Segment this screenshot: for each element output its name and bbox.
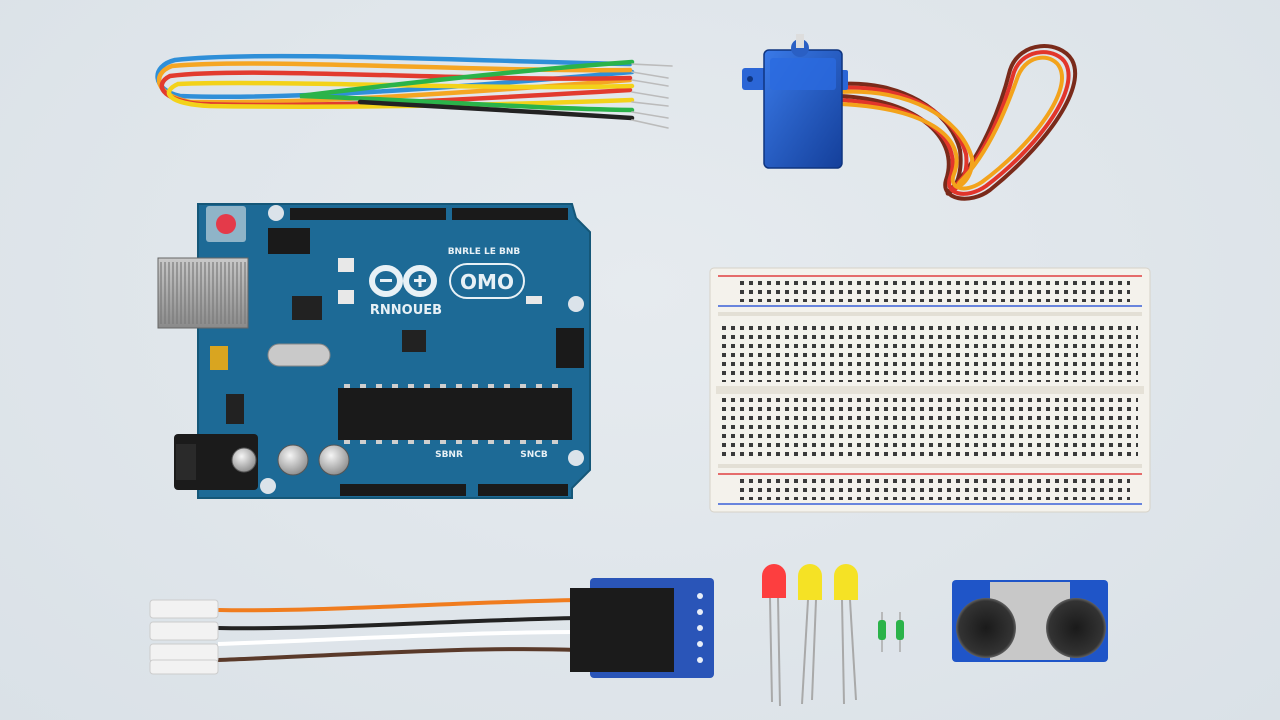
- board-analog-label: SNCB: [520, 450, 548, 460]
- servo-motor: [742, 34, 1078, 201]
- breadboard: [709, 267, 1151, 513]
- board-header-text: BNRLE LE BNB: [448, 247, 521, 257]
- board-power-label: SBNR: [435, 450, 463, 460]
- resistors: [878, 612, 904, 652]
- board-brand-text: RNNOUEB: [370, 303, 442, 318]
- jumper-wires: [155, 53, 673, 129]
- leds: [762, 564, 858, 707]
- sensor-module-with-cable: [149, 578, 714, 678]
- ultrasonic-sensor: [952, 580, 1108, 662]
- arduino-uno-board: OMO RNNOUEB BNRLE LE BNB SBNR SNCB: [157, 203, 591, 499]
- board-logo-text: OMO: [460, 270, 514, 294]
- arduino-logo: [369, 265, 437, 297]
